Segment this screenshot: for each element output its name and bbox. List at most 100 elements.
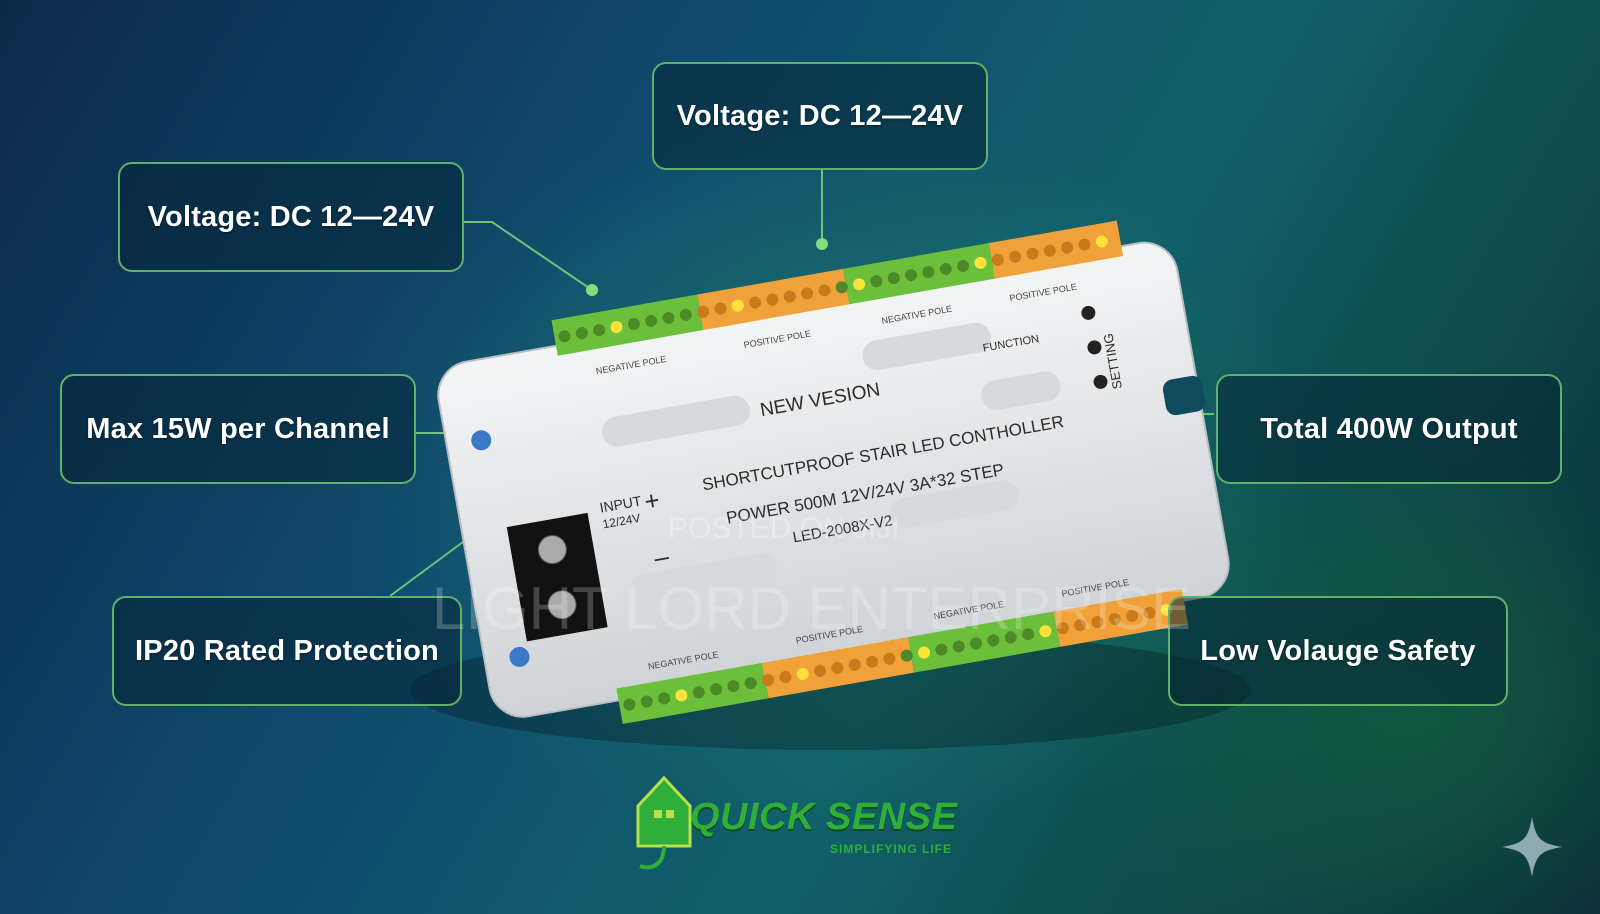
terminal-screw-icon — [801, 287, 814, 300]
connector-voltage-left — [462, 221, 593, 291]
terminal-screw-icon — [679, 308, 692, 321]
callout-voltage-left-text: Voltage: DC 12—24V — [147, 200, 435, 233]
terminal-screw-icon — [627, 318, 640, 331]
vent-slot — [862, 322, 991, 371]
terminal-screw-icon — [731, 299, 744, 312]
callout-voltage-top: Voltage: DC 12—24V — [652, 62, 988, 170]
terminal-screw-icon — [1126, 609, 1139, 622]
callout-ip-rating-text: IP20 Rated Protection — [135, 634, 439, 667]
terminal-screw-icon — [662, 311, 675, 324]
terminal-screw-icon — [939, 262, 952, 275]
terminal-screw-icon — [623, 698, 636, 711]
vent-slot — [890, 480, 1019, 528]
setting-button-3[interactable] — [1092, 374, 1108, 390]
device-label-plus: + — [642, 484, 662, 516]
marker-voltage-top — [816, 238, 828, 250]
sparkle-icon — [1502, 817, 1562, 877]
terminal-screw-icon — [727, 680, 740, 693]
terminal-screw-icon — [766, 293, 779, 306]
terminal-screw-icon — [1026, 247, 1039, 260]
terminal-screw-icon — [1039, 625, 1052, 638]
terminal-screw-icon — [905, 269, 918, 282]
terminal-screw-icon — [974, 256, 987, 269]
terminal-screw-icon — [957, 259, 970, 272]
logo-name: QUICK SENSE — [690, 796, 958, 838]
terminal-screw-icon — [692, 686, 705, 699]
callout-max-power: Max 15W per Channel — [60, 374, 416, 484]
terminal-screw-icon — [870, 275, 883, 288]
house-plug-icon — [636, 775, 692, 870]
terminal-screw-icon — [887, 272, 900, 285]
terminal-screw-icon — [1009, 250, 1022, 263]
terminal-screw-icon — [610, 321, 623, 334]
terminal-screw-icon — [593, 324, 606, 337]
vent-slot — [981, 371, 1061, 411]
terminal-screw-icon — [853, 278, 866, 291]
terminal-screw-icon — [991, 253, 1004, 266]
terminal-screw-icon — [1095, 235, 1108, 248]
mount-hole-icon — [471, 430, 492, 451]
quick-sense-logo: QUICK SENSE SIMPLIFYING LIFE — [630, 766, 990, 876]
terminal-screw-icon — [558, 330, 571, 343]
callout-max-power-text: Max 15W per Channel — [86, 412, 390, 445]
callout-low-voltage-text: Low Volauge Safety — [1200, 634, 1476, 667]
screw-icon — [547, 590, 577, 620]
marker-voltage-left — [586, 284, 598, 296]
terminal-screw-icon — [952, 640, 965, 653]
terminal-screw-icon — [1108, 612, 1121, 625]
terminal-screw-icon — [658, 692, 671, 705]
terminal-screw-icon — [762, 674, 775, 687]
power-input-terminal — [506, 512, 608, 642]
setting-button-1[interactable] — [1080, 305, 1096, 321]
terminal-screw-icon — [575, 327, 588, 340]
terminal-screw-icon — [779, 671, 792, 684]
terminal-screw-icon — [1143, 606, 1156, 619]
callout-voltage-left: Voltage: DC 12—24V — [118, 162, 464, 272]
terminal-screw-icon — [1043, 244, 1056, 257]
terminal-screw-icon — [1004, 631, 1017, 644]
watermark-posted: POSTED ON JIJI — [668, 512, 900, 545]
terminal-screw-icon — [922, 266, 935, 279]
terminal-screw-icon — [818, 284, 831, 297]
terminal-screw-icon — [918, 646, 931, 659]
vent-slot — [629, 553, 778, 605]
terminal-screw-icon — [1091, 616, 1104, 629]
terminal-screw-icon — [970, 637, 983, 650]
terminal-screw-icon — [900, 649, 913, 662]
terminal-screw-icon — [848, 658, 861, 671]
terminal-screw-icon — [675, 689, 688, 702]
device-label-minus: – — [652, 541, 672, 573]
callout-total-output: Total 400W Output — [1216, 374, 1562, 484]
terminal-screw-icon — [1078, 238, 1091, 251]
terminal-screw-icon — [831, 661, 844, 674]
terminal-screw-icon — [714, 302, 727, 315]
terminal-screw-icon — [697, 305, 710, 318]
terminal-screw-icon — [866, 655, 879, 668]
terminal-screw-icon — [645, 314, 658, 327]
terminal-screw-icon — [1022, 628, 1035, 641]
terminal-screw-icon — [796, 667, 809, 680]
setting-button-2[interactable] — [1086, 339, 1102, 355]
terminal-screw-icon — [935, 643, 948, 656]
watermark-company: LIGHT LORD ENTERPRISE — [432, 575, 1192, 642]
terminal-screw-icon — [749, 296, 762, 309]
device-label-input-voltage: 12/24V — [602, 511, 642, 531]
mount-hole-icon — [509, 646, 530, 667]
terminal-screw-icon — [744, 677, 757, 690]
callout-low-voltage: Low Volauge Safety — [1168, 596, 1508, 706]
vent-slot — [601, 395, 751, 447]
terminal-screw-icon — [1074, 619, 1087, 632]
mount-notch — [1162, 375, 1206, 416]
terminal-screw-icon — [987, 634, 1000, 647]
callout-ip-rating: IP20 Rated Protection — [112, 596, 462, 706]
device-label-input: INPUT — [598, 492, 643, 515]
terminal-screw-icon — [710, 683, 723, 696]
logo-tagline: SIMPLIFYING LIFE — [830, 842, 953, 856]
callout-voltage-top-text: Voltage: DC 12—24V — [676, 99, 964, 132]
terminal-screw-icon — [1061, 241, 1074, 254]
terminal-screw-icon — [640, 695, 653, 708]
terminal-screw-icon — [1056, 622, 1069, 635]
terminal-screw-icon — [814, 664, 827, 677]
terminal-screw-icon — [883, 652, 896, 665]
